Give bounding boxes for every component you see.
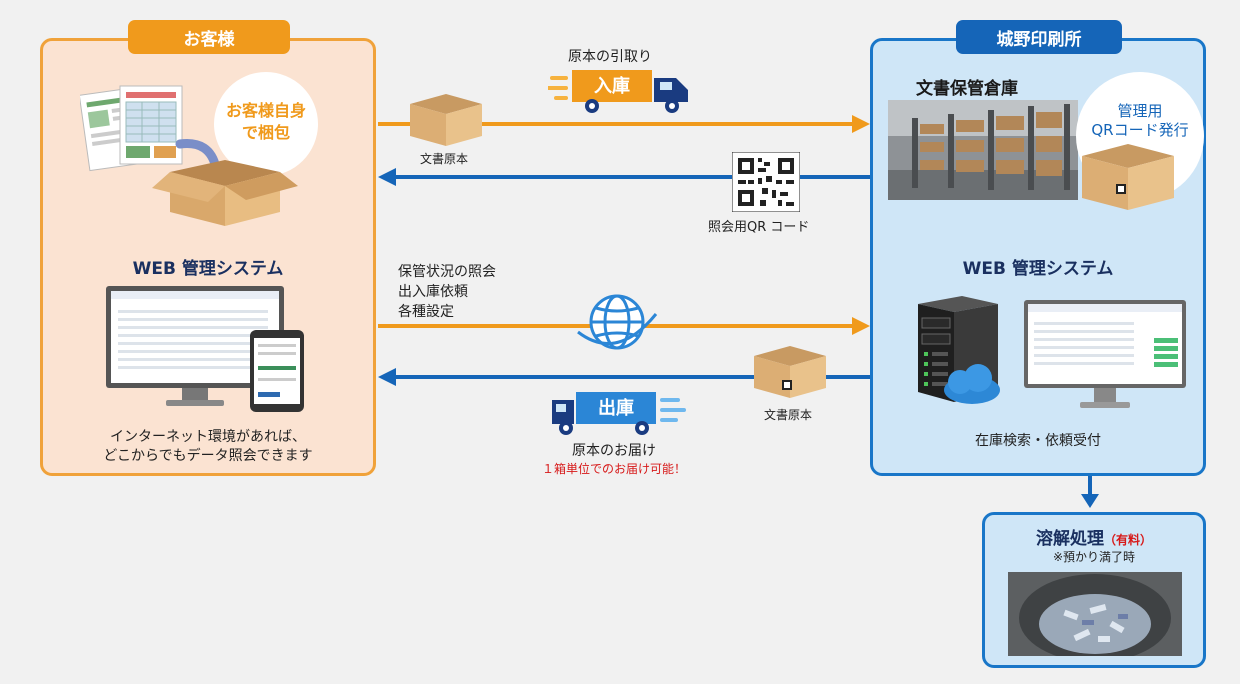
inbound-truck-icon xyxy=(548,70,688,113)
shredding-photo xyxy=(1008,572,1182,656)
document-box-icon xyxy=(410,94,482,146)
delivery-label: 原本のお届け xyxy=(572,443,656,459)
shredding-title: 溶解処理 xyxy=(1035,529,1104,549)
customer-note: インターネット環境があれば、 どこからでもデータ照会できます xyxy=(40,428,376,466)
inbound-truck-label: 入庫 xyxy=(594,76,630,97)
qr-issue-line2: QRコード発行 xyxy=(1091,121,1189,139)
printer-tab: 城野印刷所 xyxy=(956,20,1122,54)
inquiry-line3: 各種設定 xyxy=(398,304,454,320)
qr-issue-text: 管理用 QRコード発行 xyxy=(1080,102,1200,140)
customer-note-line2: どこからでもデータ照会できます xyxy=(103,448,313,464)
self-pack-line2: で梱包 xyxy=(241,123,290,142)
server-illustration xyxy=(918,296,1000,404)
self-pack-text: お客様自身 で梱包 xyxy=(214,100,318,144)
printer-monitor-illustration xyxy=(1024,300,1186,408)
qr-code-label: 照会用QR コード xyxy=(708,220,810,235)
delivery-note: １箱単位でのお届け可能！ xyxy=(542,462,687,476)
shredding-note: ※預かり満了時 xyxy=(1052,550,1136,564)
warehouse-title: 文書保管倉庫 xyxy=(916,79,1018,99)
labeled-box-illustration xyxy=(1082,144,1174,210)
document-box-qr-icon xyxy=(754,346,826,398)
shredding-title-row: 溶解処理（有料） xyxy=(982,524,1206,549)
inquiry-line1: 保管状況の照会 xyxy=(398,264,496,280)
search-label: 在庫検索・依頼受付 xyxy=(975,433,1101,449)
warehouse-photo xyxy=(888,100,1078,200)
customer-web-title: WEB 管理システム xyxy=(132,259,284,279)
pickup-label: 原本の引取り xyxy=(568,49,652,65)
doc-original-label-2: 文書原本 xyxy=(764,408,813,422)
inquiry-line2: 出入庫依頼 xyxy=(398,284,468,300)
self-pack-line1: お客様自身 xyxy=(225,101,306,120)
printer-web-title: WEB 管理システム xyxy=(962,259,1114,279)
shredding-paid: （有料） xyxy=(1103,533,1152,547)
outbound-truck-label: 出庫 xyxy=(598,398,634,419)
inquiry-text: 保管状況の照会 出入庫依頼 各種設定 xyxy=(398,262,496,322)
outbound-truck-icon xyxy=(552,392,686,435)
self-pack-circle xyxy=(214,72,318,176)
customer-monitor-illustration xyxy=(106,286,304,412)
customer-tab: お客様 xyxy=(128,20,290,54)
customer-note-line1: インターネット環境があれば、 xyxy=(110,429,306,445)
open-box-illustration xyxy=(152,160,298,226)
doc-original-label-1: 文書原本 xyxy=(420,152,469,166)
globe-icon xyxy=(577,294,658,350)
qr-code-icon xyxy=(732,152,800,212)
qr-issue-line1: 管理用 xyxy=(1117,102,1163,120)
documents-illustration xyxy=(80,85,183,172)
